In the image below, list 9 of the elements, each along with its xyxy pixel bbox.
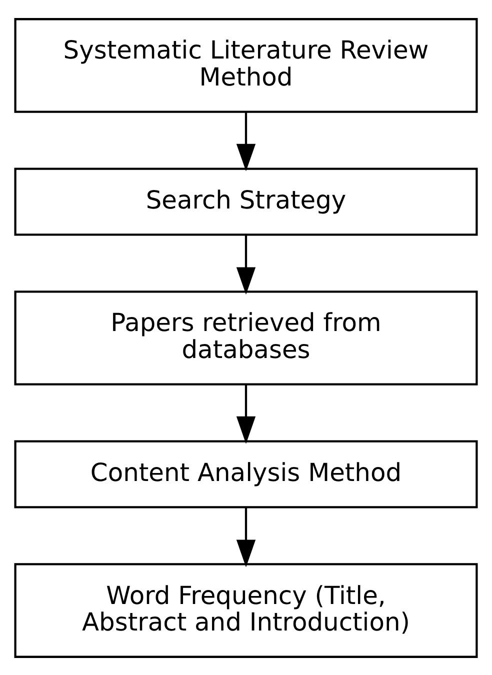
node-box: Content Analysis Method bbox=[14, 440, 478, 508]
arrow bbox=[236, 234, 256, 294]
node-box: Papers retrieved from databases bbox=[14, 290, 478, 385]
arrow bbox=[236, 112, 256, 171]
arrow bbox=[236, 507, 256, 567]
node-box: Systematic Literature Review Method bbox=[14, 18, 478, 112]
node-box: Search Strategy bbox=[14, 167, 478, 236]
node-box: Word Frequency (Title, Abstract and Introduction) bbox=[14, 562, 478, 658]
arrow bbox=[236, 384, 256, 444]
